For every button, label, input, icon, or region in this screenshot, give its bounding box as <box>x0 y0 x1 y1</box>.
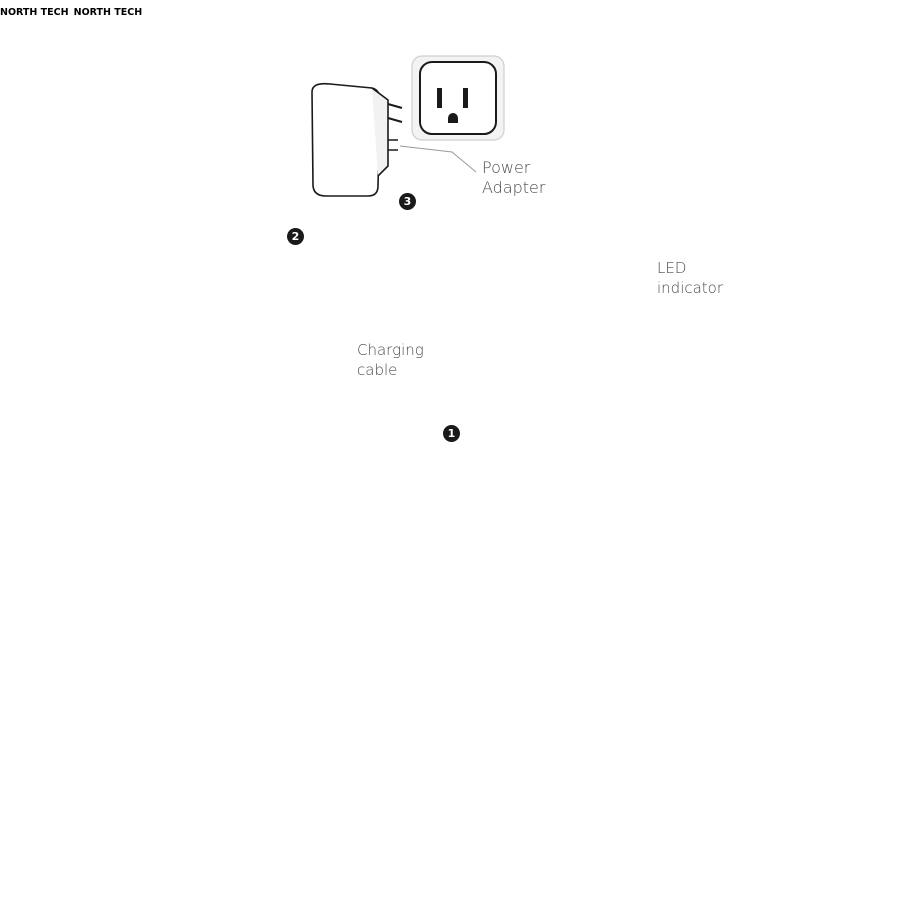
charging-cable-label-line1: Charging <box>357 341 424 359</box>
led-indicator-label-line1: LED <box>657 259 687 277</box>
led-indicator-label-line2: indicator <box>657 279 724 297</box>
charging-cable-label: Charging cable <box>357 340 424 380</box>
step-2-badge: 2 <box>287 228 304 245</box>
north-tech-logo-icon: NORTH TECH <box>0 0 74 19</box>
step-3-arrow-icon: NORTH TECH NORTH TECH <box>0 0 723 442</box>
led-leader: NORTH TECH NORTH TECH <box>0 0 723 442</box>
step-1-arrow-icon: NORTH TECH NORTH TECH <box>0 0 723 442</box>
power-adapter-icon <box>311 82 403 197</box>
step-3-badge: 3 <box>399 193 416 210</box>
led-indicator-label: LED indicator <box>657 258 723 298</box>
power-adapter-leader <box>399 145 477 173</box>
power-adapter-label: Power Adapter <box>482 158 545 198</box>
step-1-badge: 1 <box>443 425 460 442</box>
north-tech-logo-icon: NORTH TECH <box>74 0 143 19</box>
brand-left: NORTH TECH <box>0 7 69 18</box>
power-adapter-label-line2: Adapter <box>482 178 546 197</box>
power-adapter-label-line1: Power <box>482 158 531 177</box>
wall-outlet-icon <box>411 55 505 141</box>
brand-right: NORTH TECH <box>73 7 143 18</box>
charging-cable-label-line2: cable <box>357 361 398 379</box>
charging-cable: NORTH TECH NORTH TECH <box>0 0 723 442</box>
step-2-arrow-icon: NORTH TECH NORTH TECH <box>0 0 723 442</box>
